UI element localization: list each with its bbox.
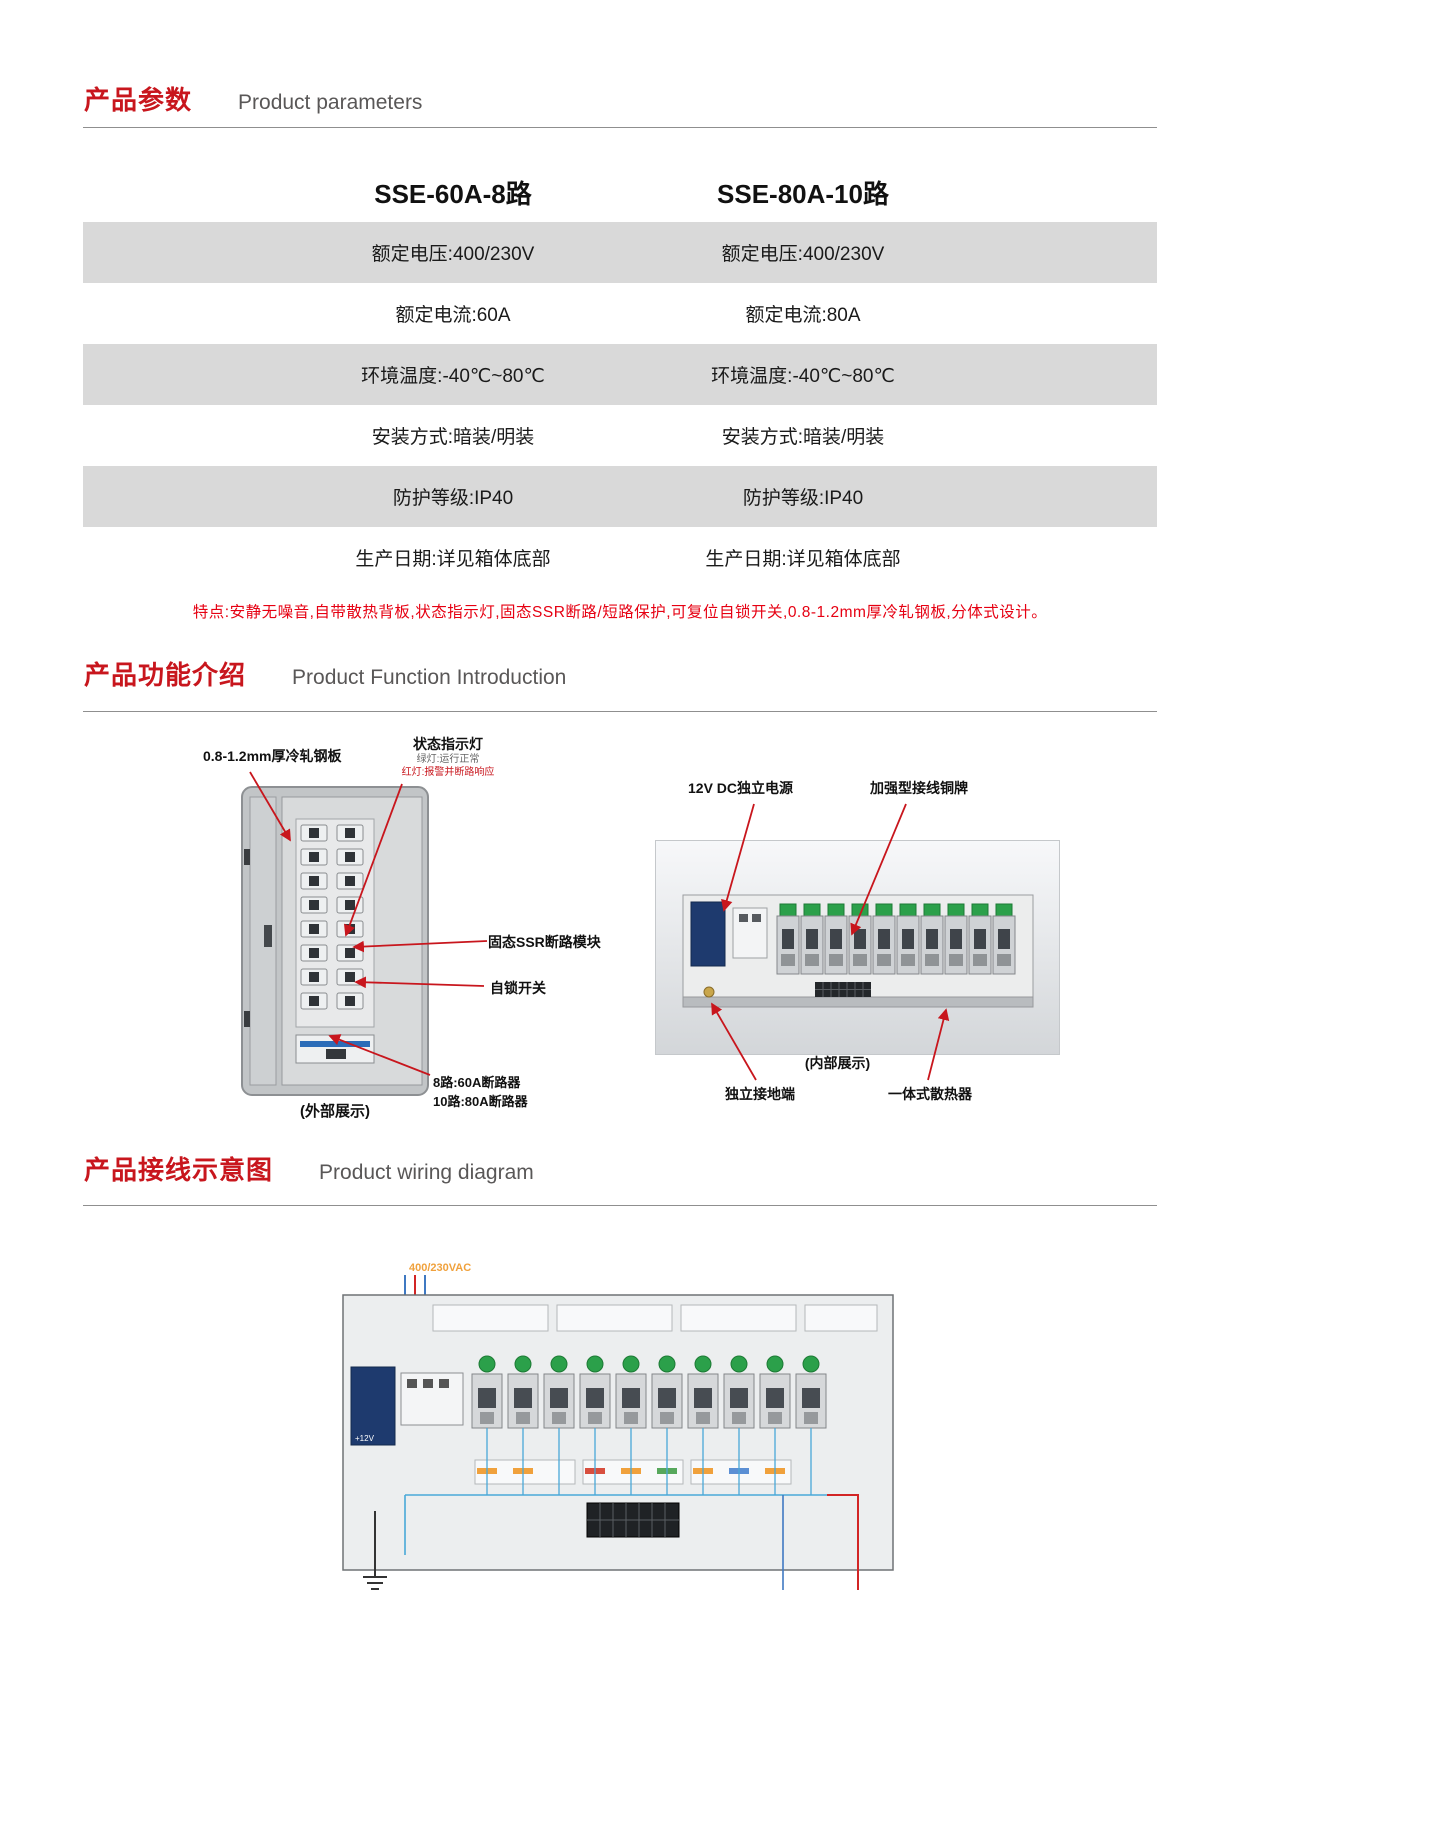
- spec-value: 额定电流:80A: [745, 305, 861, 326]
- section-divider: [83, 711, 1157, 712]
- label-steel-plate: 0.8-1.2mm厚冷轧钢板: [203, 748, 342, 764]
- spec-row-current: 额定电流:60A 额定电流:80A: [83, 283, 1157, 344]
- model-header-row: SSE-60A-8路 SSE-80A-10路: [83, 163, 1157, 222]
- spec-value: 额定电流:60A: [395, 305, 511, 326]
- spec-row-mounting: 安装方式:暗装/明装 安装方式:暗装/明装: [83, 405, 1157, 466]
- model-name-right: SSE-80A-10路: [717, 179, 889, 209]
- spec-value: 防护等级:IP40: [392, 488, 514, 509]
- spec-value: 生产日期:详见箱体底部: [355, 549, 551, 570]
- section-title-en: Product parameters: [238, 91, 423, 114]
- interior-caption: (内部展示): [804, 1055, 871, 1071]
- label-breakers: 8路:60A断路器 10路:80A断路器: [433, 1074, 528, 1112]
- spec-row-temperature: 环境温度:-40℃~80℃ 环境温度:-40℃~80℃: [83, 344, 1157, 405]
- exterior-view-image: [241, 786, 429, 1096]
- label-self-lock-switch: 自锁开关: [490, 980, 546, 996]
- spec-row-protection: 防护等级:IP40 防护等级:IP40: [83, 466, 1157, 527]
- label-heat-sink: 一体式散热器: [888, 1086, 972, 1102]
- label-breaker-8: 8路:60A断路器: [433, 1075, 521, 1090]
- section-title-cn: 产品接线示意图: [84, 1155, 274, 1185]
- label-status-light: 状态指示灯 绿灯:运行正常 红灯:报警并断路响应: [378, 734, 518, 779]
- section-title-cn: 产品功能介绍: [84, 660, 247, 690]
- section-header-parameters: 产品参数 Product parameters: [84, 80, 422, 117]
- spec-value: 生产日期:详见箱体底部: [705, 549, 901, 570]
- section-title-en: Product wiring diagram: [319, 1161, 534, 1184]
- dc-output-label: +12V: [355, 1434, 375, 1443]
- section-title-cn: 产品参数: [84, 85, 193, 115]
- spec-value: 安装方式:暗装/明装: [721, 427, 885, 448]
- spec-value: 额定电压:400/230V: [371, 244, 535, 265]
- label-status-light-green: 绿灯:运行正常: [416, 754, 480, 765]
- spec-value: 安装方式:暗装/明装: [371, 427, 535, 448]
- label-dc-power: 12V DC独立电源: [688, 780, 794, 796]
- spec-value: 防护等级:IP40: [742, 488, 864, 509]
- label-ground-terminal: 独立接地端: [725, 1086, 795, 1102]
- voltage-label: 400/230VAC: [409, 1262, 471, 1274]
- spec-row-production-date: 生产日期:详见箱体底部 生产日期:详见箱体底部: [83, 527, 1157, 588]
- wiring-diagram-image: 400/230VAC +12V: [342, 1262, 894, 1590]
- section-header-wiring: 产品接线示意图 Product wiring diagram: [84, 1150, 534, 1187]
- spec-value: 环境温度:-40℃~80℃: [361, 366, 545, 387]
- spec-value: 环境温度:-40℃~80℃: [711, 366, 895, 387]
- label-breaker-10: 10路:80A断路器: [433, 1093, 528, 1109]
- model-name-left: SSE-60A-8路: [374, 179, 532, 209]
- section-divider: [83, 127, 1157, 128]
- function-diagram-area: 0.8-1.2mm厚冷轧钢板 状态指示灯 绿灯:运行正常 红灯:报警并断路响应 …: [0, 720, 1440, 1150]
- label-copper-bar: 加强型接线铜牌: [870, 780, 968, 796]
- features-note: 特点:安静无噪音,自带散热背板,状态指示灯,固态SSR断路/短路保护,可复位自锁…: [192, 604, 1048, 621]
- section-divider: [83, 1205, 1157, 1206]
- interior-view-image: [655, 840, 1060, 1055]
- exterior-caption: (外部展示): [300, 1103, 370, 1120]
- section-header-function: 产品功能介绍 Product Function Introduction: [84, 655, 566, 692]
- label-status-light-title: 状态指示灯: [413, 736, 483, 752]
- spec-row-voltage: 额定电压:400/230V 额定电压:400/230V: [83, 222, 1157, 283]
- label-status-light-red: 红灯:报警并断路响应: [401, 766, 495, 778]
- wiring-diagram-area: 400/230VAC +12V: [0, 1255, 1440, 1615]
- spec-value: 额定电压:400/230V: [721, 244, 885, 265]
- section-title-en: Product Function Introduction: [292, 666, 567, 689]
- label-ssr-module: 固态SSR断路模块: [488, 934, 601, 950]
